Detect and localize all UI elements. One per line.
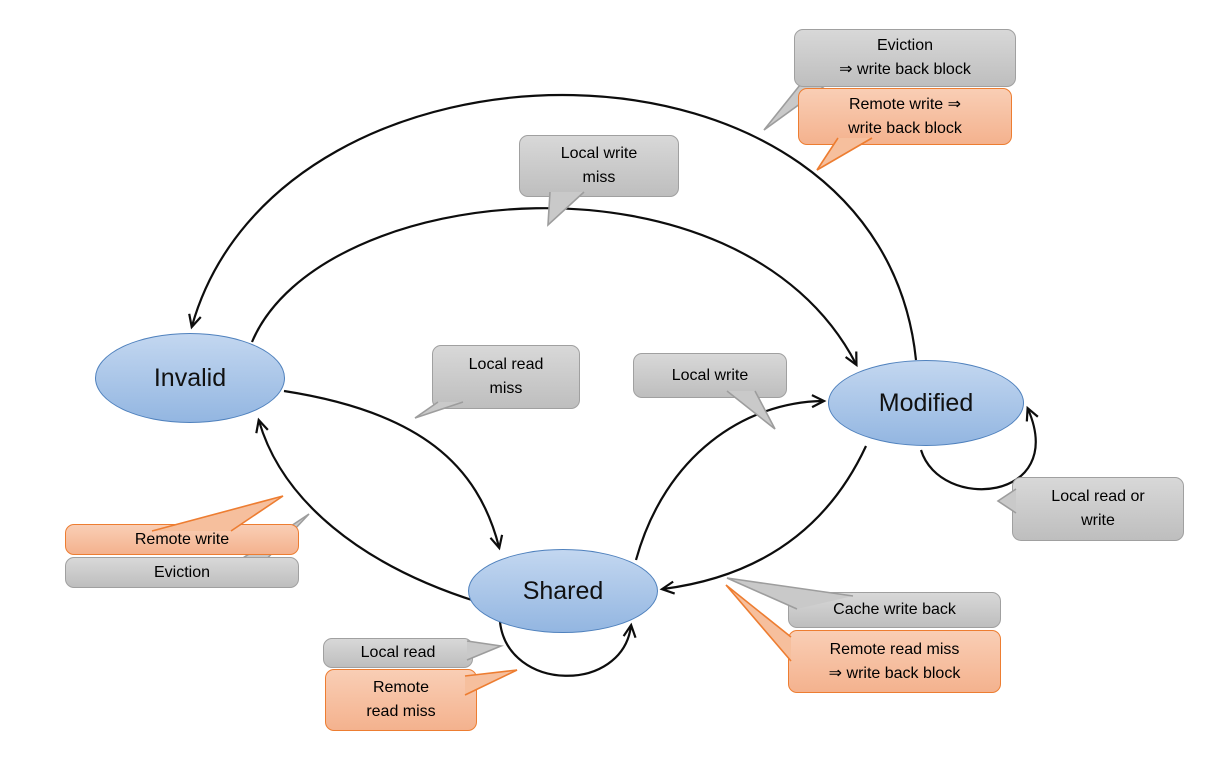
- callout-cache-write-back: Cache write back: [788, 592, 1001, 628]
- callout-local-read-or-write: Local read or write: [1012, 477, 1184, 541]
- arrow-invalid-to-modified: [250, 207, 858, 368]
- callout-remote-write: Remote write: [65, 524, 299, 555]
- state-invalid: Invalid: [95, 333, 285, 423]
- state-modified: Modified: [828, 360, 1024, 446]
- callout-remote-read-miss-writeback: Remote read miss ⇒ write back block: [788, 630, 1001, 693]
- callout-remote-write-writeback: Remote write ⇒ write back block: [798, 88, 1012, 145]
- callout-local-write-miss: Local write miss: [519, 135, 679, 197]
- callout-local-read: Local read: [323, 638, 473, 668]
- state-modified-label: Modified: [878, 388, 974, 417]
- callout-remote-read-miss: Remote read miss: [325, 669, 477, 731]
- state-invalid-label: Invalid: [153, 363, 227, 392]
- arrow-invalid-to-shared: [283, 389, 504, 551]
- callout-local-write: Local write: [633, 353, 787, 398]
- callout-tail-remote-read-miss-writeback: [725, 584, 792, 662]
- callout-local-read-miss: Local read miss: [432, 345, 580, 409]
- state-shared: Shared: [468, 549, 658, 633]
- callout-eviction-writeback: Eviction ⇒ write back block: [794, 29, 1016, 87]
- state-shared-label: Shared: [522, 576, 604, 605]
- arrow-shared-to-modified: [634, 394, 827, 561]
- arrow-modified-to-shared: [659, 445, 867, 595]
- callout-eviction: Eviction: [65, 557, 299, 588]
